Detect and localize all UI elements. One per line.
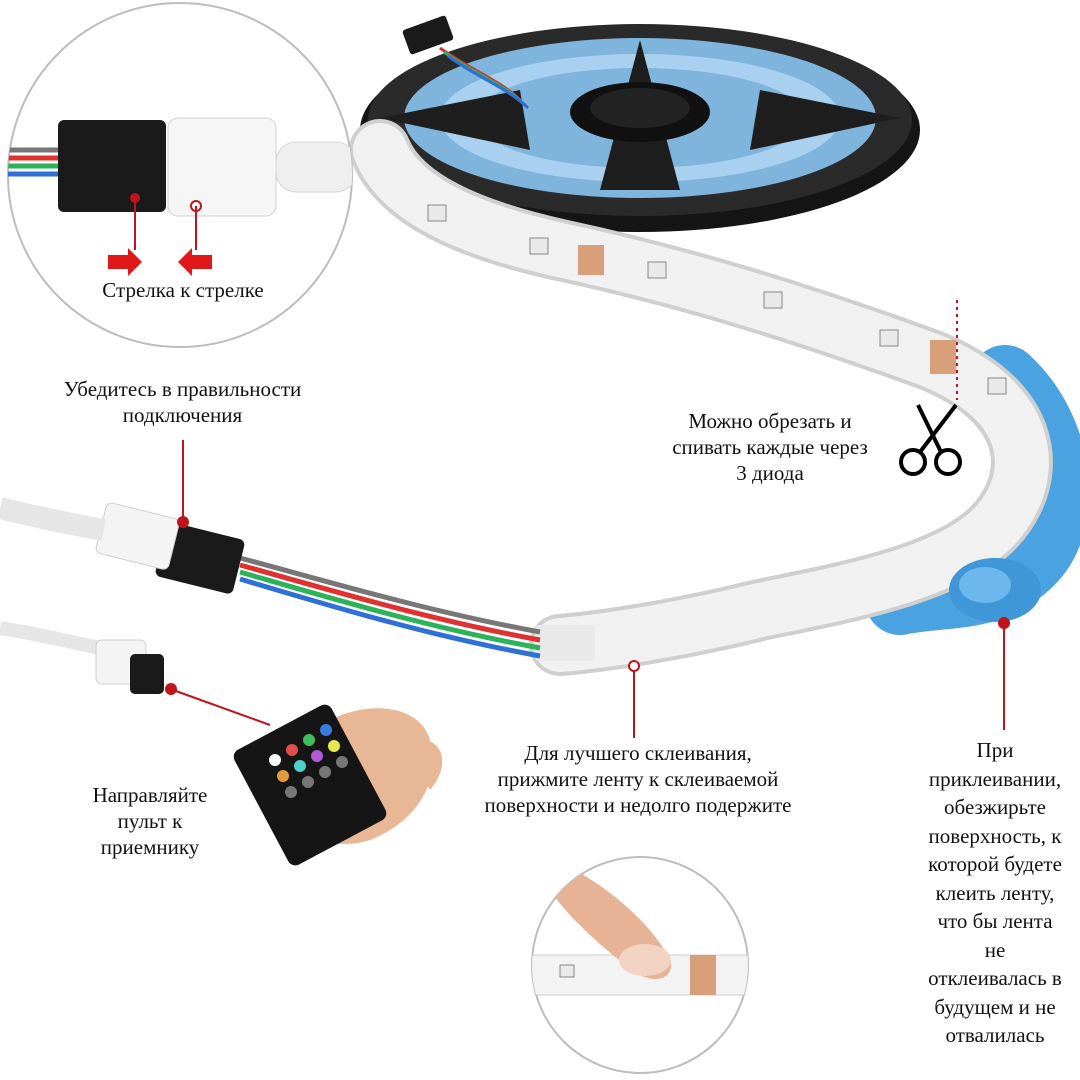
connector-zoom-circle [7,2,353,348]
strip-reel [360,15,920,232]
scissors-icon [899,403,962,476]
check-connection-caption: Убедитесь в правильности подключения [63,377,302,427]
led-strip [0,119,1080,694]
finger-zoom-circle [531,856,749,1074]
arrow-to-arrow-caption: Стрелка к стрелке [102,278,264,302]
better-adhesion-caption: Для лучшего склеивания, прижмите ленту к… [484,741,792,817]
point-remote-caption: Направляйте пульт к приемнику [92,783,208,859]
remote-control-icon [233,704,443,866]
degrease-caption: При приклеивании, обезжирьте поверхность… [928,738,1062,1047]
pointer-lines [165,300,1010,738]
cut-every-caption: Можно обрезать и спивать каждые через 3 … [672,409,868,485]
